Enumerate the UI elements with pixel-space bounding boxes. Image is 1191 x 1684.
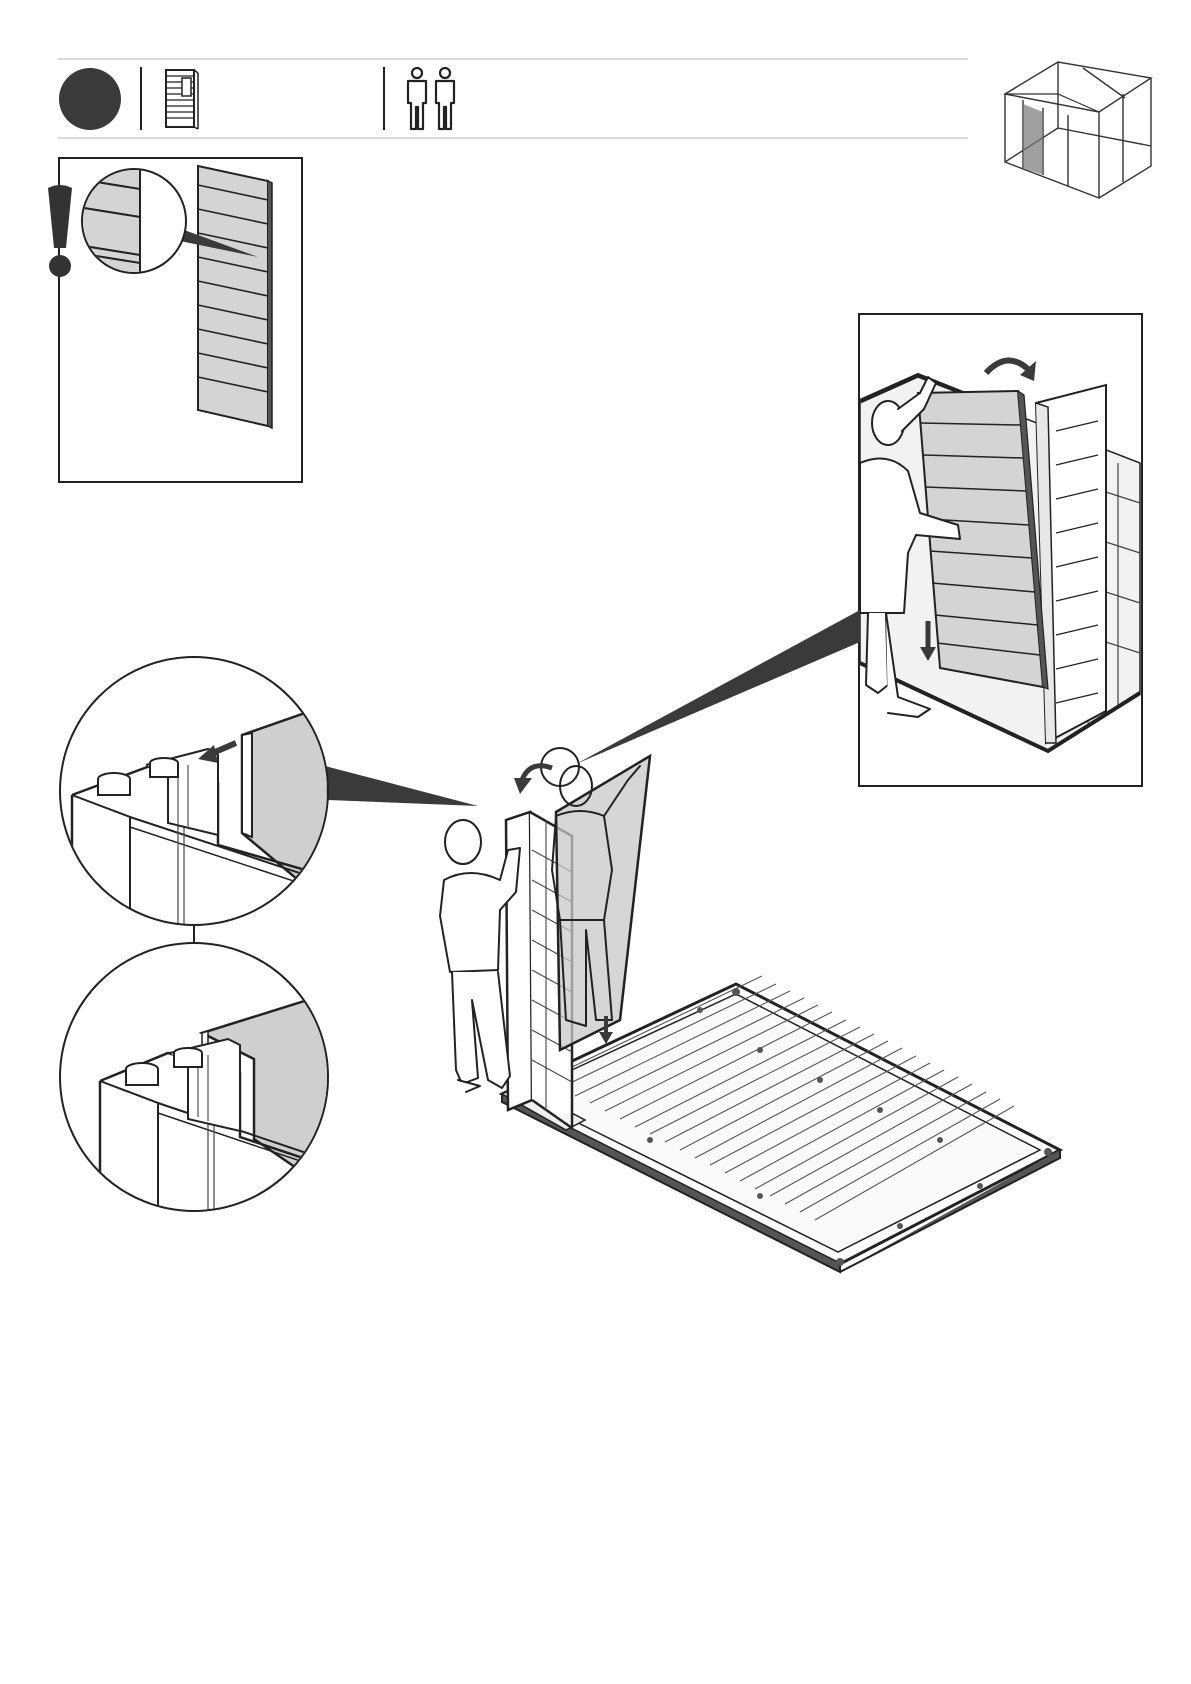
shed-progress-icon (1003, 58, 1153, 200)
step-circle (58, 67, 122, 131)
slot-insert-detail-before (58, 655, 330, 927)
header-divider (140, 67, 142, 130)
warning-icon (42, 182, 78, 282)
slot-insert-detail-after (58, 941, 330, 1213)
header-divider-2 (383, 67, 385, 130)
two-persons-icon (404, 67, 460, 131)
wall-panel-icon (164, 68, 200, 130)
panel-orientation-detail (58, 157, 303, 483)
